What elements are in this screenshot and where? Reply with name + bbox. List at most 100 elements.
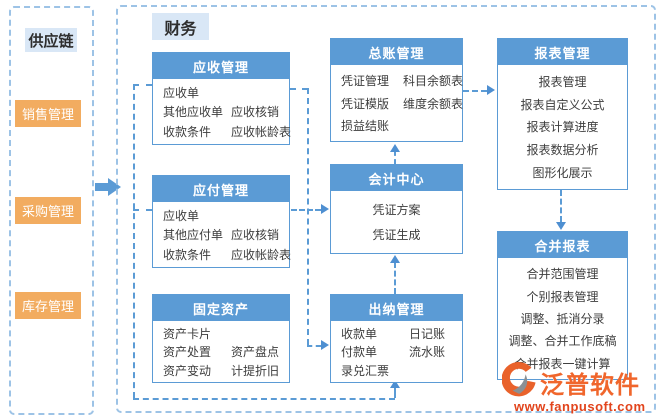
arrowhead-consolidated-top	[556, 222, 566, 230]
box-item: 报表自定义公式	[520, 97, 605, 112]
box-item: 日记账	[409, 326, 446, 341]
box-item-row: 收款单 日记账	[341, 325, 456, 342]
box-item-row: 资产变动 计提折旧	[163, 362, 283, 379]
supply-chain-panel	[9, 6, 94, 415]
vendor-logo: 泛普软件 www.fanpusoft.com	[501, 362, 657, 416]
box-item-row: 其他应收单应收核销	[163, 103, 283, 120]
box-item: 凭证方案	[372, 203, 421, 217]
box-title: 出纳管理	[331, 295, 462, 321]
box-items: 合并范围管理个别报表管理调整、抵消分录调整、合并工作底稿合并报表一键计算	[498, 258, 627, 379]
right-arrow-icon	[95, 178, 121, 196]
box-items: 应收单其他应收单应收核销收款条件应收帐龄表	[153, 79, 291, 144]
box-item-row: 合并范围管理	[502, 265, 623, 282]
box-item: 应收帐龄表	[231, 124, 292, 139]
box-title: 合并报表	[498, 232, 627, 258]
box-accounting-center: 会计中心 凭证方案凭证生成	[330, 164, 463, 254]
box-title: 会计中心	[331, 165, 462, 191]
box-item: 报表计算进度	[526, 120, 599, 135]
box-item-row: 其他应付单应收核销	[163, 226, 283, 243]
connector-receivables-right	[290, 88, 308, 90]
box-item: 凭证生成	[372, 228, 421, 242]
box-item-row: 应收单	[163, 84, 283, 101]
finance-panel	[116, 5, 656, 413]
box-item: 调整、合并工作底稿	[508, 334, 617, 349]
connector-ledger-to-reports	[463, 90, 487, 92]
box-item-row: 付款单 流水账	[341, 343, 456, 360]
box-item: 合并报表一键计算	[514, 356, 611, 371]
box-item: 调整、抵消分录	[520, 311, 605, 326]
box-item-row: 报表计算进度	[502, 118, 623, 135]
arrowhead-cashier-bottom	[390, 380, 400, 388]
box-item: 维度余额表	[403, 96, 464, 111]
box-item: 应收单	[163, 85, 200, 100]
box-title: 总账管理	[331, 39, 462, 65]
box-item-row: 调整、抵消分录	[502, 310, 623, 327]
box-cashier-management: 出纳管理 收款单 日记账付款单 流水账录兑汇票	[330, 294, 463, 383]
box-title: 报表管理	[498, 39, 627, 65]
inventory-management-chip: 库存管理	[15, 292, 81, 319]
box-title: 应收管理	[153, 53, 289, 79]
connector-payables-to-accounting	[291, 209, 321, 211]
box-item: 付款单	[341, 345, 378, 359]
box-items: 应收单其他应付单应收核销收款条件应收帐龄表	[153, 202, 291, 267]
connector-accounting-to-ledger	[394, 151, 396, 164]
arrowhead-accounting-left	[321, 204, 329, 214]
arrowhead-accounting-bottom	[390, 255, 400, 263]
box-item-row: 报表管理	[502, 73, 623, 90]
box-item: 应收单	[163, 208, 200, 223]
box-item-row: 资产处置资产盘点	[163, 343, 283, 360]
purchase-management-chip: 采购管理	[15, 197, 81, 224]
connector-bus-to-cashier	[307, 345, 321, 347]
box-item: 凭证模版	[341, 96, 390, 111]
box-item: 资产变动	[163, 363, 212, 378]
box-general-ledger: 总账管理 凭证管理科目余额表凭证模版维度余额表损益结账	[330, 38, 463, 142]
vendor-url: www.fanpusoft.com	[514, 399, 646, 414]
box-item-row: 凭证生成	[335, 226, 458, 243]
connector-bus-to-payables	[133, 209, 152, 211]
connector-bus-to-receivables	[133, 84, 152, 86]
box-item: 报表管理	[538, 74, 587, 89]
box-items: 报表管理报表自定义公式报表计算进度报表数据分析图形化展示	[498, 65, 627, 189]
box-item: 流水账	[409, 345, 446, 359]
box-item: 应收核销	[231, 105, 280, 119]
connector-up-to-cashier	[394, 388, 396, 398]
box-item-row: 报表自定义公式	[502, 96, 623, 113]
box-item-row: 收款条件应收帐龄表	[163, 123, 291, 140]
box-receivables-management: 应收管理 应收单其他应收单应收核销收款条件应收帐龄表	[152, 52, 291, 145]
connector-mid-bus	[307, 88, 309, 345]
box-item-row: 录兑汇票	[341, 362, 456, 379]
box-items: 凭证管理科目余额表凭证模版维度余额表损益结账	[331, 65, 464, 141]
connector-left-bus	[133, 84, 135, 398]
arrowhead-reports-left	[487, 85, 495, 95]
box-item: 合并范围管理	[526, 267, 599, 282]
vendor-name: 泛普软件	[540, 372, 640, 399]
box-item-row: 凭证方案	[335, 201, 458, 218]
box-item-row: 损益结账	[341, 117, 456, 134]
box-item: 收款条件	[163, 247, 212, 262]
box-item: 报表数据分析	[526, 143, 599, 158]
box-title: 应付管理	[153, 176, 289, 202]
box-title: 固定资产	[153, 295, 289, 321]
box-item: 图形化展示	[532, 166, 593, 181]
box-item-row: 报表数据分析	[502, 141, 623, 158]
box-item-row: 应收单	[163, 207, 283, 224]
box-item: 计提折旧	[231, 363, 280, 378]
box-item-row: 凭证管理科目余额表	[341, 72, 463, 89]
connector-cashier-to-accounting	[394, 262, 396, 294]
connector-reports-to-consolidated	[560, 190, 562, 222]
box-item-row: 个别报表管理	[502, 288, 623, 305]
box-consolidated-reports: 合并报表 合并范围管理个别报表管理调整、抵消分录调整、合并工作底稿合并报表一键计…	[497, 231, 628, 380]
box-item: 收款单	[341, 326, 378, 341]
finance-title: 财务	[152, 13, 209, 40]
arrowhead-cashier-left	[321, 340, 329, 350]
box-item: 科目余额表	[403, 74, 464, 89]
box-item: 资产处置	[163, 345, 212, 359]
box-payables-management: 应付管理 应收单其他应付单应收核销收款条件应收帐龄表	[152, 175, 291, 268]
supply-chain-title: 供应链	[25, 28, 77, 52]
box-item: 其他应收单	[163, 105, 224, 119]
box-items: 收款单 日记账付款单 流水账录兑汇票	[331, 321, 462, 382]
box-item: 资产卡片	[163, 326, 212, 341]
box-item-row: 资产卡片	[163, 325, 283, 342]
box-item: 应收核销	[231, 228, 280, 242]
